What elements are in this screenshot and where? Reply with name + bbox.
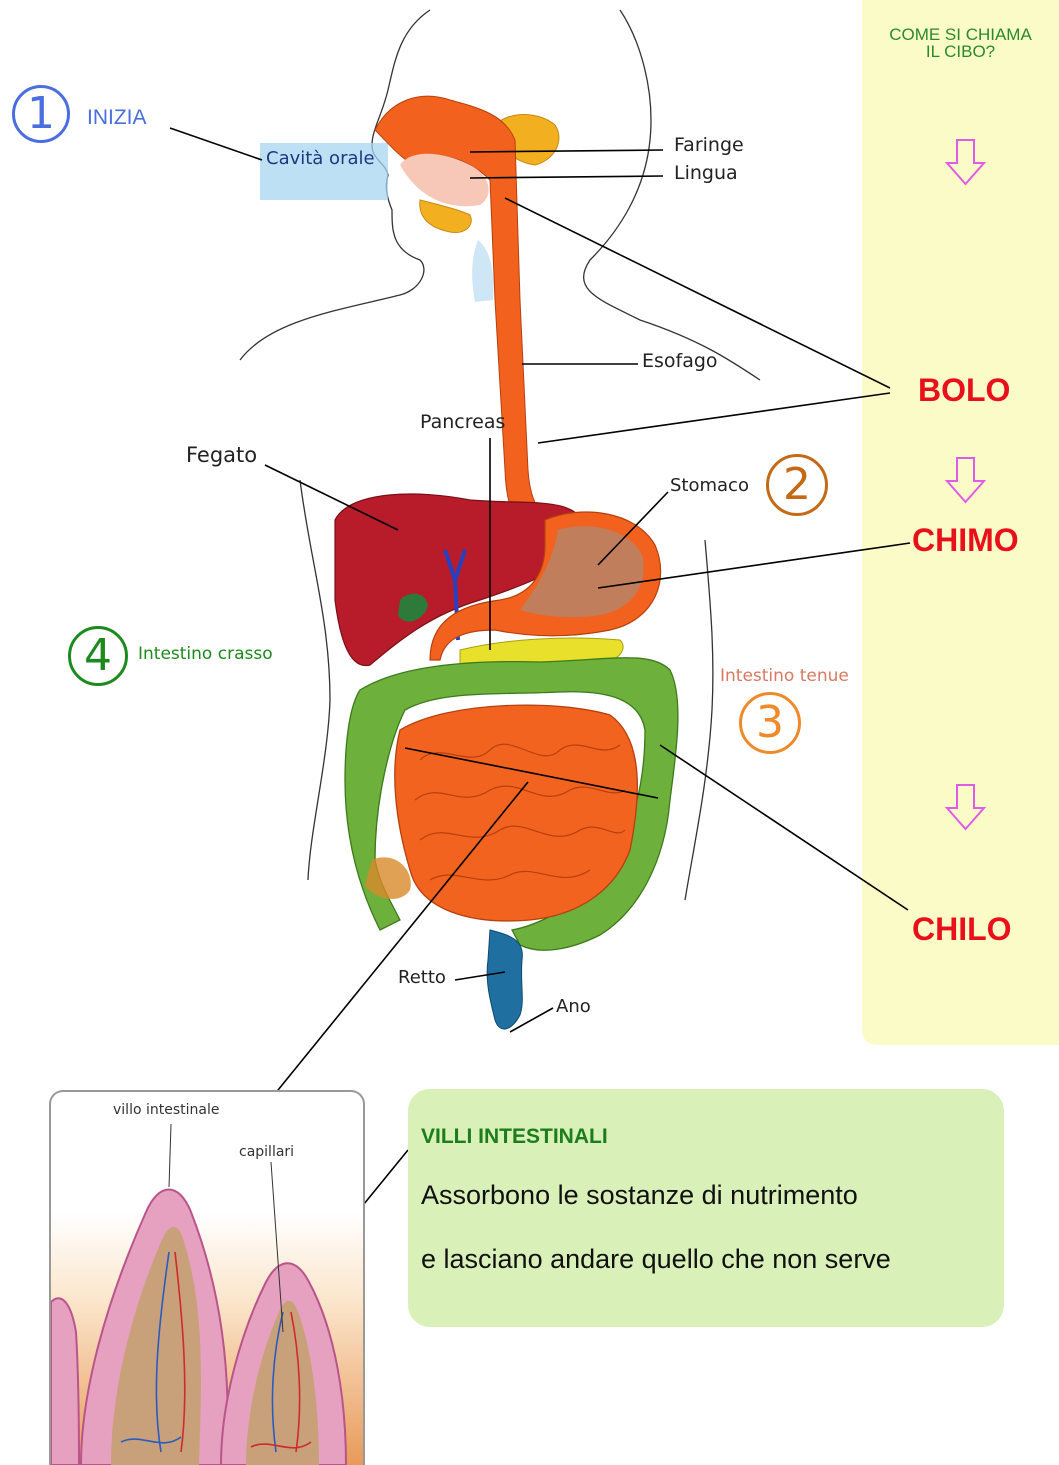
label-stomach: Stomaco — [670, 475, 749, 496]
step-3-label: Intestino tenue — [720, 666, 862, 686]
stage-chilo: CHILO — [912, 911, 1012, 948]
label-oral-cavity: Cavità orale — [266, 148, 375, 169]
villi-description-line2: e lasciano andare quello che non serve — [421, 1244, 891, 1275]
label-rectum: Retto — [398, 967, 446, 988]
villi-title: VILLI INTESTINALI — [421, 1125, 608, 1149]
down-arrow-icon — [947, 140, 984, 184]
trachea — [472, 240, 493, 302]
label-villus: villo intestinale — [113, 1102, 219, 1118]
step-1-circle: 1 — [12, 85, 70, 143]
villi-inset: villo intestinale capillari — [49, 1090, 365, 1465]
label-capillaries: capillari — [239, 1144, 294, 1160]
label-esophagus: Esofago — [642, 350, 718, 372]
villi-description-line1: Assorbono le sostanze di nutrimento — [421, 1180, 858, 1211]
rectum — [487, 930, 522, 1029]
label-liver: Fegato — [186, 443, 257, 467]
down-arrow-icons — [947, 140, 984, 829]
label-tongue: Lingua — [674, 162, 738, 184]
step-4-label: Intestino crasso — [138, 644, 273, 664]
stage-chimo: CHIMO — [912, 522, 1019, 559]
small-intestine — [395, 705, 638, 921]
step-4-circle: 4 — [68, 626, 128, 686]
villi-illustration — [51, 1092, 363, 1465]
down-arrow-icon — [947, 785, 984, 829]
down-arrow-icon — [947, 458, 984, 502]
label-pancreas: Pancreas — [420, 411, 505, 433]
stage-bolo: BOLO — [918, 372, 1010, 409]
step-2-circle: 2 — [766, 454, 828, 516]
label-pharynx: Faringe — [674, 134, 744, 156]
step-3-circle: 3 — [739, 692, 801, 754]
step-1-label: INIZIA — [87, 106, 147, 130]
label-anus: Ano — [556, 996, 591, 1017]
